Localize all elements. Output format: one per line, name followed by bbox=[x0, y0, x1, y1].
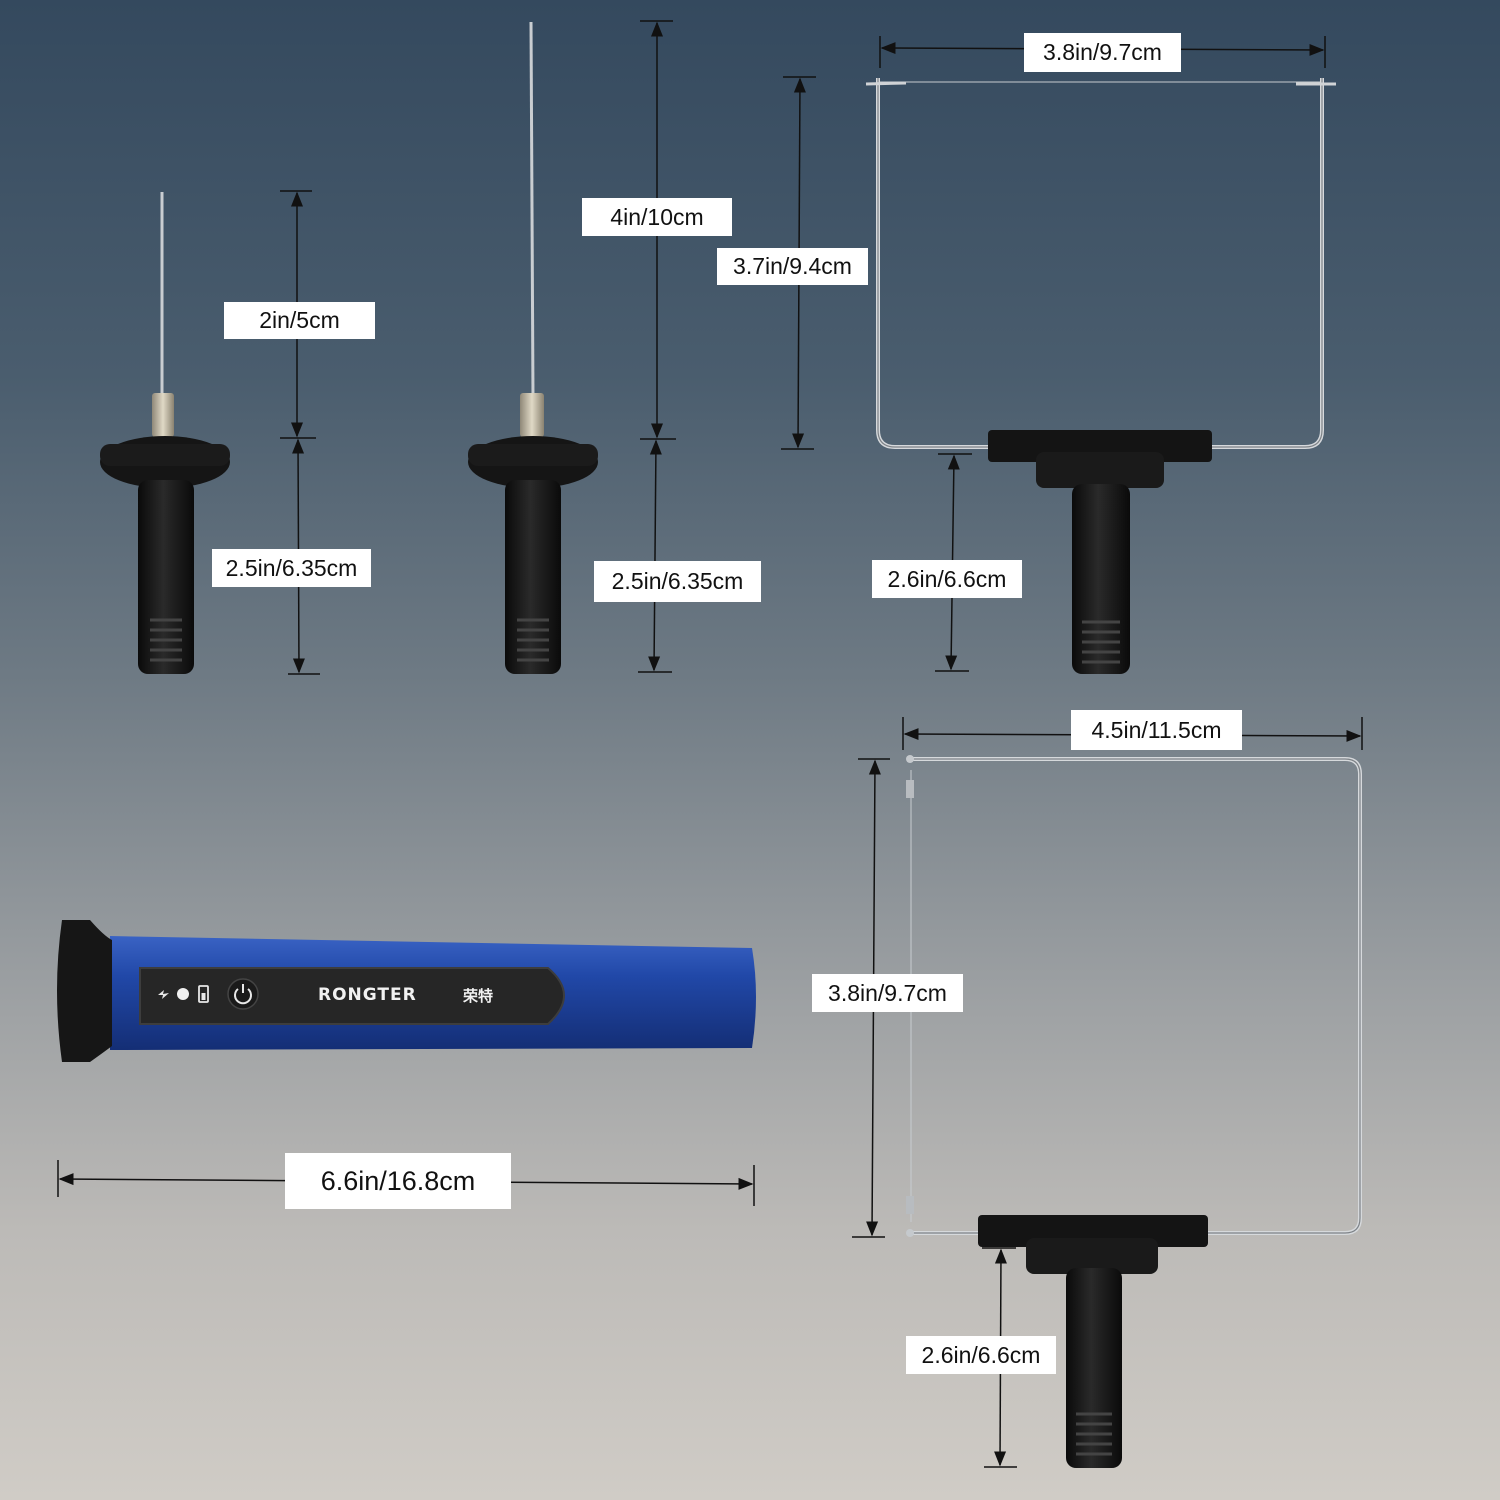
small-frame-handle-length-label: 2.6in/6.6cm bbox=[872, 560, 1022, 598]
small-frame-cutter bbox=[865, 78, 1336, 674]
short-tip-cutter bbox=[100, 192, 230, 674]
brand-name: RONGTER bbox=[318, 985, 417, 1005]
brand-name-cn: 荣特 bbox=[463, 987, 494, 1005]
pen-body-length-label: 6.6in/16.8cm bbox=[285, 1153, 511, 1209]
large-frame-cutter bbox=[906, 755, 1362, 1468]
lightning-icon bbox=[158, 990, 169, 999]
short-tip-handle-length-label: 2.5in/6.35cm bbox=[212, 549, 371, 587]
long-tip-blade-length-label: 4in/10cm bbox=[582, 198, 732, 236]
battery-icon bbox=[198, 985, 209, 1003]
power-button[interactable] bbox=[227, 978, 259, 1010]
large-frame-width-label: 4.5in/11.5cm bbox=[1071, 710, 1242, 750]
short-tip-blade-length-label: 2in/5cm bbox=[224, 302, 375, 339]
small-frame-width-label: 3.8in/9.7cm bbox=[1024, 33, 1181, 72]
long-tip-handle-length-label: 2.5in/6.35cm bbox=[594, 561, 761, 602]
short-tip-dimension-lines bbox=[280, 190, 320, 675]
small-frame-height-label: 3.7in/9.4cm bbox=[717, 248, 868, 285]
large-frame-height-label: 3.8in/9.7cm bbox=[812, 974, 963, 1012]
long-tip-cutter bbox=[468, 21, 598, 674]
power-icon bbox=[234, 984, 252, 1005]
indicator-dot-icon bbox=[177, 988, 189, 1000]
large-frame-handle-length-label: 2.6in/6.6cm bbox=[906, 1336, 1056, 1374]
small-frame-dimension-lines bbox=[781, 36, 1326, 672]
